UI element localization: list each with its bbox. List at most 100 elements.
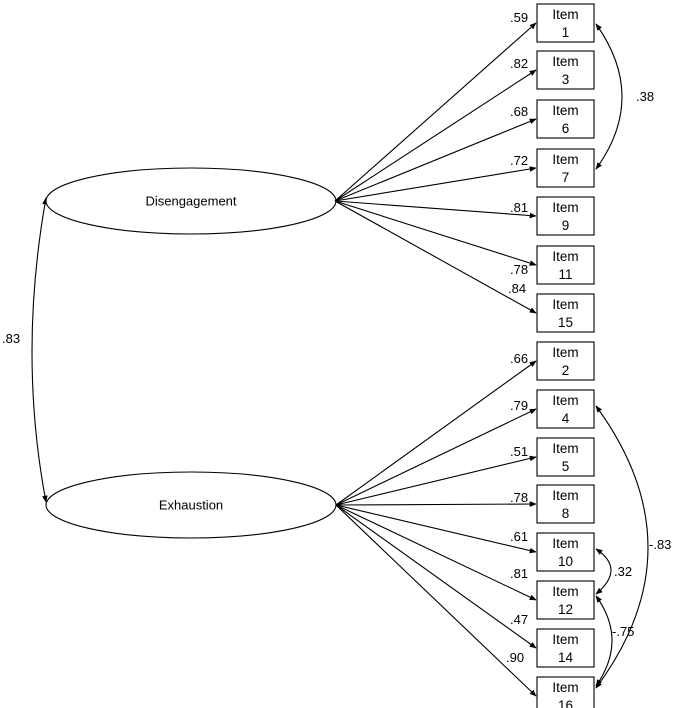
- indicator-number-item6: 6: [562, 121, 570, 136]
- loading-arrow-item9: [334, 200, 537, 219]
- factor-correlation-label: .83: [2, 331, 20, 346]
- indicator-box-item1: Item 1: [536, 3, 595, 43]
- loading-label-item4: .79: [510, 398, 528, 413]
- covariance-arc-item1-item7: [595, 23, 623, 170]
- indicator-box-item6: Item 6: [536, 99, 595, 139]
- indicator-rect-item10: [536, 532, 595, 572]
- indicator-box-item9: Item 9: [536, 196, 595, 236]
- loading-arrow-item3: [334, 69, 537, 202]
- loading-arrow-item14: [335, 504, 537, 649]
- indicator-rect-item9: [536, 196, 595, 236]
- covariance-label-item10-item12: .32: [614, 564, 632, 579]
- loading-arrow-item11: [334, 200, 537, 266]
- indicator-word-item6: Item: [552, 103, 578, 118]
- indicator-number-item11: 11: [558, 267, 572, 282]
- factor-loading-arrows: [334, 22, 537, 697]
- loading-arrow-item6: [334, 118, 537, 202]
- indicator-rect-item8: [536, 484, 595, 524]
- covariance-arc-item4-item16: [595, 405, 649, 689]
- indicator-number-item15: 15: [558, 315, 573, 330]
- covariance-arc-item10-item12: [595, 548, 612, 595]
- loading-label-item2: .66: [510, 351, 528, 366]
- indicator-number-item2: 2: [562, 363, 570, 378]
- factor-loading-labels: .59.82.68.72.81.78.84.66.79.51.78.61.81.…: [506, 10, 528, 665]
- indicator-rect-item16: [536, 676, 595, 708]
- indicator-box-item11: Item 11: [536, 245, 595, 285]
- indicator-rect-item12: [536, 580, 595, 620]
- indicator-word-item11: Item: [552, 249, 578, 264]
- indicator-box-item3: Item 3: [536, 50, 595, 90]
- indicator-word-item5: Item: [552, 441, 578, 456]
- indicator-box-item5: Item 5: [536, 437, 595, 477]
- loading-arrow-item15: [334, 200, 537, 314]
- indicator-box-item12: Item 12: [536, 580, 595, 620]
- indicator-box-item8: Item 8: [536, 484, 595, 524]
- indicator-word-item16: Item: [552, 680, 578, 695]
- loading-label-item12: .81: [510, 566, 528, 581]
- indicator-word-item15: Item: [552, 297, 578, 312]
- indicator-word-item1: Item: [552, 7, 578, 22]
- factor-correlation-arc: [31, 197, 48, 503]
- covariance-arc-item12-item16: [595, 595, 613, 687]
- indicator-rect-item5: [536, 437, 595, 477]
- loading-arrow-item16: [335, 504, 537, 697]
- covariance-label-item4-item16: -.83: [649, 537, 671, 552]
- loading-arrow-item12: [335, 504, 537, 601]
- loading-arrow-item7: [334, 166, 537, 202]
- factor-label-exhaustion: Exhaustion: [159, 498, 223, 513]
- indicator-rect-item1: [536, 3, 595, 43]
- loading-label-item3: .82: [510, 56, 528, 71]
- loading-arrow-item4: [335, 408, 537, 506]
- indicator-rect-item15: [536, 293, 595, 333]
- indicator-number-item7: 7: [562, 170, 570, 185]
- indicator-word-item3: Item: [552, 54, 578, 69]
- indicator-word-item10: Item: [552, 536, 578, 551]
- indicator-rect-item6: [536, 99, 595, 139]
- indicator-number-item14: 14: [558, 650, 574, 665]
- indicator-box-item2: Item 2: [536, 341, 595, 381]
- loading-label-item15: .84: [508, 281, 526, 296]
- loading-label-item9: .81: [510, 200, 528, 215]
- indicator-box-item10: Item 10: [536, 532, 595, 572]
- indicator-number-item12: 12: [558, 602, 573, 617]
- indicator-box-item15: Item 15: [536, 293, 595, 333]
- factor-label-disengagement: Disengagement: [145, 194, 236, 209]
- indicator-box-item16: Item 16: [536, 676, 595, 708]
- indicator-word-item12: Item: [552, 584, 578, 599]
- indicator-word-item8: Item: [552, 488, 578, 503]
- loading-arrow-item2: [335, 360, 537, 506]
- indicator-box-item14: Item 14: [536, 628, 595, 668]
- loading-arrow-item8: [335, 501, 537, 507]
- indicator-word-item7: Item: [552, 152, 578, 167]
- indicator-number-item16: 16: [558, 698, 573, 708]
- factor-exhaustion: Exhaustion: [45, 471, 337, 539]
- indicator-rect-item3: [536, 50, 595, 90]
- indicator-boxes: Item1Item3Item6Item7Item9Item11Item15Ite…: [536, 3, 595, 708]
- indicator-number-item8: 8: [562, 506, 570, 521]
- covariance-label-item1-item7: .38: [636, 89, 654, 104]
- indicator-rect-item4: [536, 389, 595, 429]
- loading-label-item11: .78: [510, 262, 528, 277]
- indicator-box-item7: Item 7: [536, 148, 595, 188]
- indicator-word-item14: Item: [552, 632, 578, 647]
- indicator-number-item5: 5: [562, 459, 570, 474]
- indicator-rect-item7: [536, 148, 595, 188]
- loading-label-item6: .68: [510, 104, 528, 119]
- indicator-number-item9: 9: [562, 218, 570, 233]
- indicator-number-item4: 4: [562, 411, 570, 426]
- indicator-word-item9: Item: [552, 200, 578, 215]
- loading-label-item14: .47: [510, 612, 528, 627]
- indicator-number-item1: 1: [562, 25, 570, 40]
- covariance-label-item12-item16: -.75: [612, 624, 634, 639]
- loading-label-item10: .61: [510, 529, 528, 544]
- loading-label-item5: .51: [510, 444, 528, 459]
- indicator-number-item3: 3: [562, 72, 570, 87]
- indicator-rect-item11: [536, 245, 595, 285]
- indicator-word-item2: Item: [552, 345, 578, 360]
- loading-arrow-item10: [335, 504, 537, 554]
- loading-label-item16: .90: [506, 650, 524, 665]
- loading-label-item7: .72: [510, 153, 528, 168]
- loading-arrow-item1: [334, 22, 537, 202]
- indicator-number-item10: 10: [558, 554, 573, 569]
